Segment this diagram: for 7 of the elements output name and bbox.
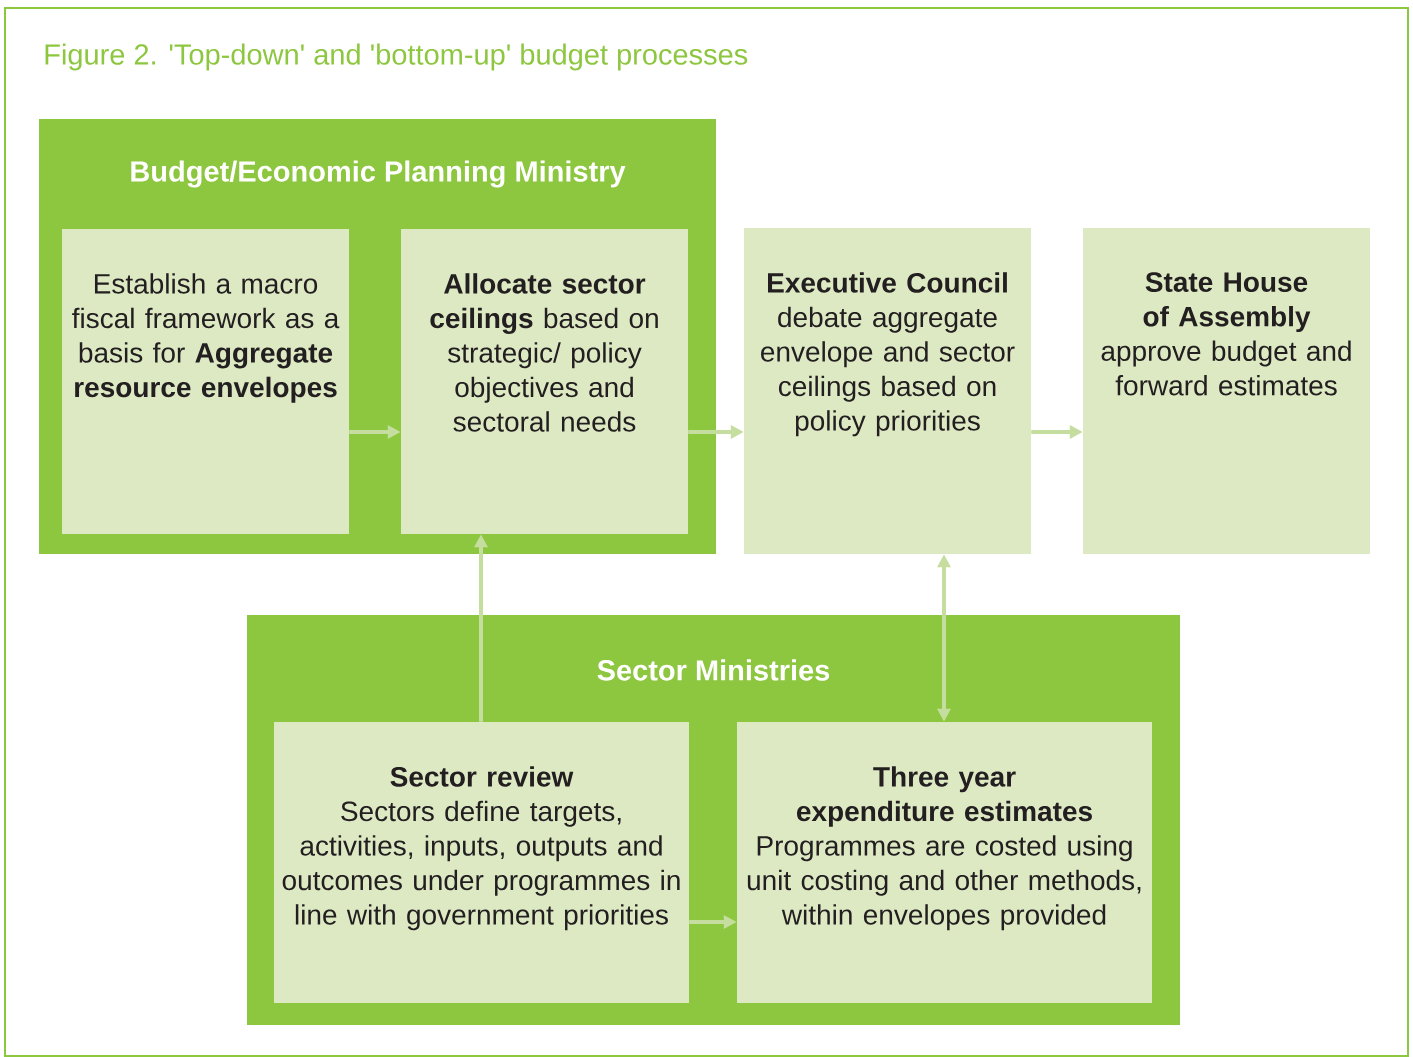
- process-box: State House of Assembly approve budget and forward estimates: [1083, 228, 1370, 554]
- process-box: Sector review Sectors define targets, activities, inputs, outputs and outcomes under programmes in line with government priorities: [274, 722, 689, 1003]
- figure-title: Figure 2. 'Top-down' and 'bottom-up' budget processes: [45, 43, 748, 71]
- process-box: Allocate sector ceilings based on strategic/ policy objectives and sectoral needs: [401, 229, 688, 534]
- process-box: Three year expenditure estimates Programmes are costed using unit costing and other methods, within envelopes provided: [737, 722, 1152, 1003]
- process-box: Establish a macro fiscal framework as a basis for Aggregate resource envelopes: [62, 229, 349, 534]
- process-box: Executive Council debate aggregate envelope and sector ceilings based on policy priorities: [744, 228, 1031, 554]
